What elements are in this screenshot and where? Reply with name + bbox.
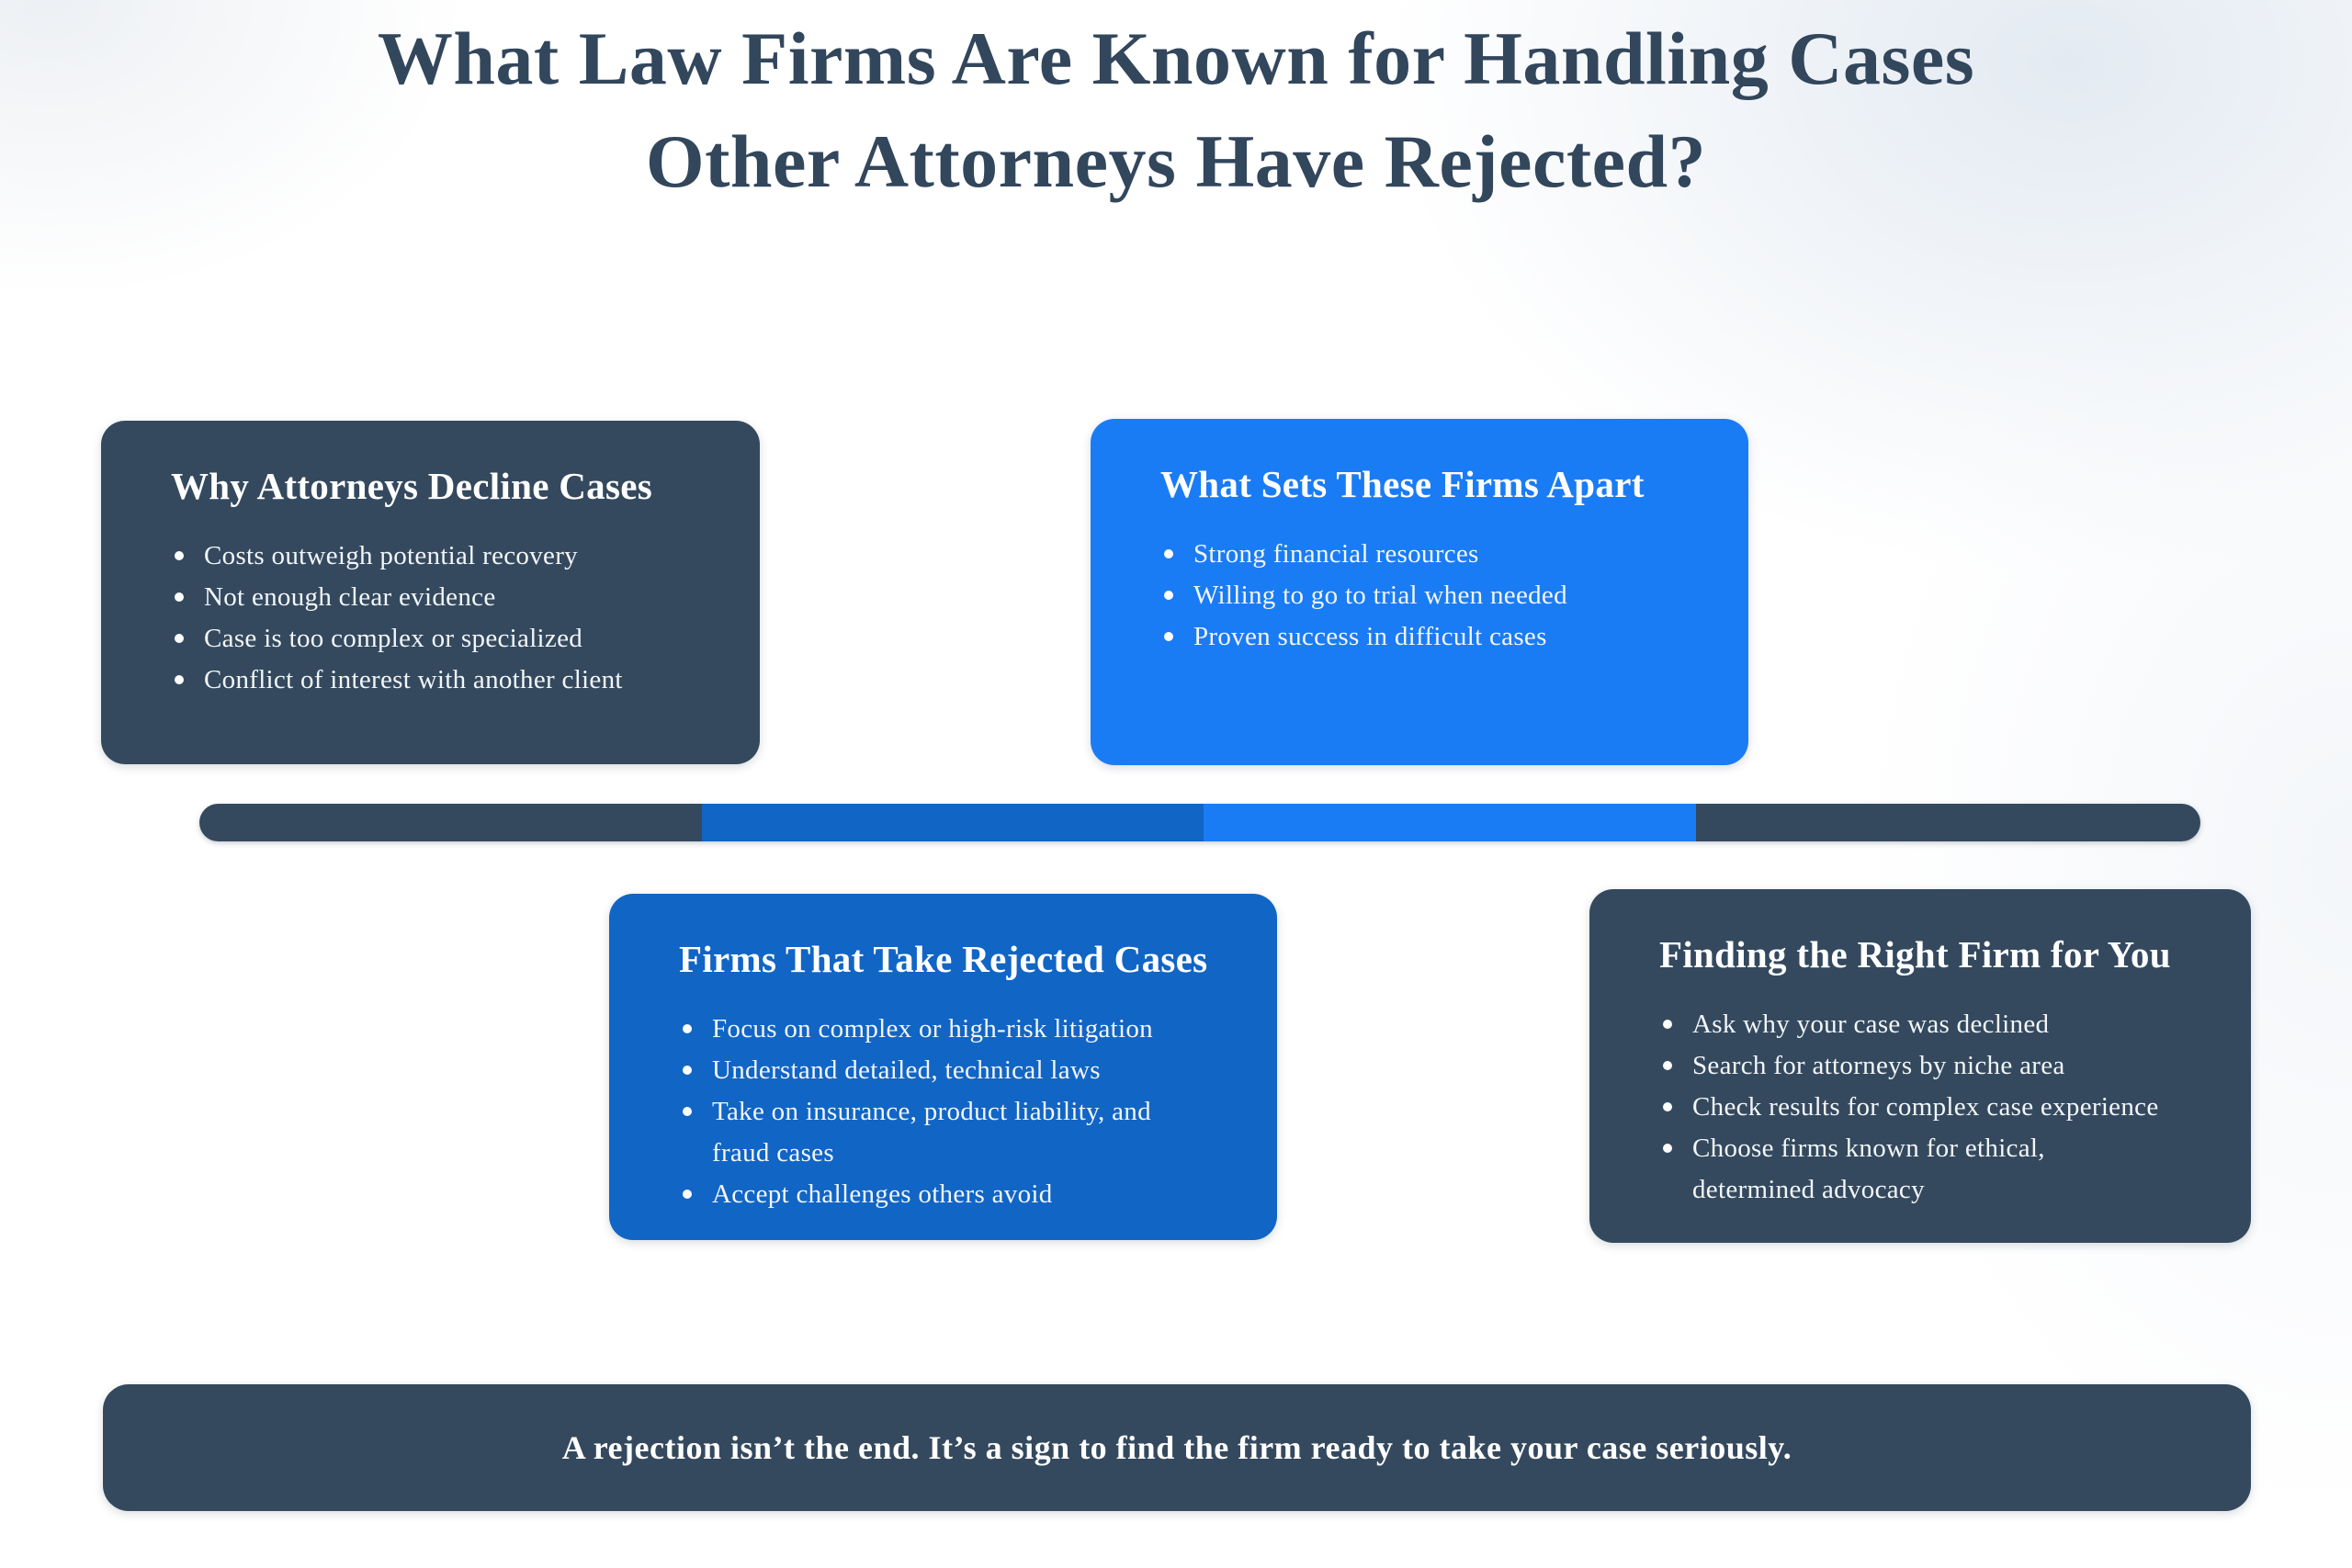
list-item-text: Proven success in difficult cases: [1193, 622, 1547, 652]
timeline-bar: [199, 804, 2200, 841]
list-item-text: Not enough clear evidence: [204, 582, 496, 613]
list-item-text: Check results for complex case experienc…: [1692, 1092, 2159, 1122]
bullet-icon: [1663, 1102, 1672, 1112]
list-item: Accept challenges others avoid: [683, 1174, 1235, 1215]
list-item: Conflict of interest with another client: [175, 660, 718, 701]
bullet-icon: [175, 551, 184, 561]
footer-text: A rejection isn’t the end. It’s a sign t…: [561, 1429, 1792, 1466]
bullet-icon: [175, 675, 184, 685]
bullet-icon: [683, 1190, 692, 1200]
list-item: Understand detailed, technical laws: [683, 1050, 1235, 1091]
list-item-text: Strong financial resources: [1193, 539, 1479, 570]
list-item: Focus on complex or high-risk litigation: [683, 1009, 1235, 1050]
list-item: Case is too complex or specialized: [175, 618, 718, 660]
timeline-segment-1: [199, 804, 702, 841]
card-heading: Firms That Take Rejected Cases: [679, 938, 1208, 980]
card-firms-that-take-rejected-cases: Firms That Take Rejected Cases Focus on …: [609, 894, 1277, 1240]
list-item-text: Case is too complex or specialized: [204, 624, 583, 654]
list-item-text: Ask why your case was declined: [1692, 1010, 2050, 1040]
timeline-segment-2: [701, 804, 1204, 841]
list-item: Proven success in difficult cases: [1164, 616, 1706, 658]
card-finding-the-right-firm-for-you: Finding the Right Firm for You Ask why y…: [1589, 889, 2251, 1243]
bullet-icon: [175, 592, 184, 603]
card-list: Strong financial resources Willing to go…: [1091, 534, 1748, 658]
card-heading: Why Attorneys Decline Cases: [171, 465, 652, 507]
list-item: Check results for complex case experienc…: [1663, 1087, 2209, 1128]
bullet-icon: [1663, 1061, 1672, 1071]
list-item: Strong financial resources: [1164, 534, 1706, 575]
footer-banner: A rejection isn’t the end. It’s a sign t…: [103, 1384, 2251, 1511]
list-item-text: Costs outweigh potential recovery: [204, 541, 578, 571]
bullet-icon: [683, 1066, 692, 1076]
page-title-line-1: What Law Firms Are Known for Handling Ca…: [377, 17, 1975, 100]
page-title: What Law Firms Are Known for Handling Ca…: [0, 7, 2352, 212]
card-heading: Finding the Right Firm for You: [1659, 933, 2171, 976]
timeline-segment-3: [1204, 804, 1697, 841]
bullet-icon: [1164, 591, 1173, 601]
card-why-attorneys-decline-cases: Why Attorneys Decline Cases Costs outwei…: [101, 421, 760, 764]
list-item-text: Conflict of interest with another client: [204, 665, 623, 695]
card-what-sets-these-firms-apart: What Sets These Firms Apart Strong finan…: [1091, 419, 1748, 765]
list-item: Costs outweigh potential recovery: [175, 536, 718, 577]
bullet-icon: [683, 1107, 692, 1117]
card-list: Focus on complex or high-risk litigation…: [609, 1009, 1277, 1215]
list-item: Not enough clear evidence: [175, 577, 718, 618]
list-item: Search for attorneys by niche area: [1663, 1045, 2209, 1087]
page-title-line-2: Other Attorneys Have Rejected?: [645, 118, 1707, 203]
card-heading: What Sets These Firms Apart: [1160, 463, 1645, 505]
bullet-icon: [175, 634, 184, 644]
card-list: Ask why your case was declined Search fo…: [1589, 1004, 2251, 1211]
list-item: Take on insurance, product liability, an…: [683, 1091, 1235, 1174]
bullet-icon: [1663, 1144, 1672, 1154]
list-item-text: Understand detailed, technical laws: [712, 1055, 1101, 1086]
bullet-icon: [1164, 632, 1173, 642]
list-item-text: Choose firms known for ethical, determin…: [1692, 1134, 2045, 1205]
timeline-segment-4: [1696, 804, 2200, 841]
bullet-icon: [1164, 549, 1173, 559]
list-item-text: Search for attorneys by niche area: [1692, 1051, 2065, 1081]
list-item-text: Willing to go to trial when needed: [1193, 581, 1567, 611]
list-item: Willing to go to trial when needed: [1164, 575, 1706, 616]
list-item: Choose firms known for ethical, determin…: [1663, 1128, 2209, 1211]
list-item-text: Accept challenges others avoid: [712, 1179, 1053, 1210]
list-item: Ask why your case was declined: [1663, 1004, 2209, 1045]
bullet-icon: [1663, 1020, 1672, 1030]
list-item-text: Focus on complex or high-risk litigation: [712, 1014, 1153, 1044]
bullet-icon: [683, 1024, 692, 1034]
list-item-text: Take on insurance, product liability, an…: [712, 1097, 1151, 1168]
card-list: Costs outweigh potential recovery Not en…: [101, 536, 760, 701]
